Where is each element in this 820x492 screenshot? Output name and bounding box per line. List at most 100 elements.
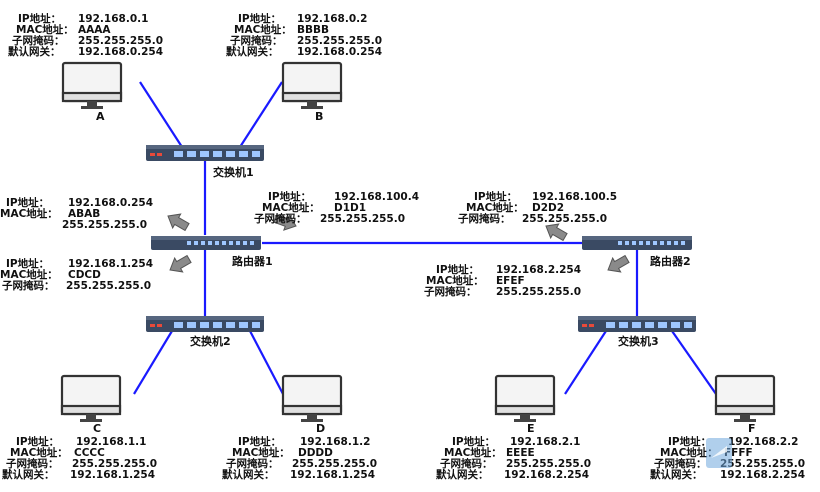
links: [133, 81, 717, 395]
router2-lan-info: IP地址： 192.168.2.254 MAC地址： EFEF 子网掩码： 25…: [424, 263, 581, 298]
host-c-gw: 192.168.1.254: [70, 469, 155, 481]
switch2-label: 交换机2: [190, 334, 231, 348]
r1-down-mac: CDCD: [68, 269, 101, 281]
host-d-name: D: [316, 422, 325, 435]
link-a-switch1: [139, 81, 183, 148]
arrow-r1-up-icon: [163, 208, 192, 235]
host-e-gw: 192.168.2.254: [504, 469, 589, 481]
r1-down-ip: 192.168.1.254: [68, 258, 153, 270]
host-d-mask-label: 子网掩码：: [226, 457, 279, 470]
r1-down-mac-label: MAC地址：: [0, 268, 58, 281]
host-a-ip: 192.168.0.1: [78, 13, 148, 25]
r1-up-ip-label: IP地址：: [6, 196, 49, 209]
host-d-info: IP地址： 192.168.1.2 MAC地址： DDDD 子网掩码： 255.…: [222, 435, 377, 481]
host-a-ip-label: IP地址：: [18, 12, 61, 25]
link-switch3-e: [564, 330, 607, 395]
host-d-ip: 192.168.1.2: [300, 436, 370, 448]
r1-wan-mac: D1D1: [334, 202, 366, 214]
router2-icon: [582, 236, 692, 250]
host-e-info: IP地址： 192.168.2.1 MAC地址： EEEE 子网掩码： 255.…: [436, 435, 591, 481]
r1-down-mask-label: 子网掩码：: [2, 279, 55, 292]
host-d-mac: DDDD: [298, 447, 333, 459]
host-b-mac: BBBB: [297, 24, 329, 36]
host-a-gw: 192.168.0.254: [78, 46, 163, 58]
computer-d-icon: [281, 374, 343, 424]
r1-up-mask: 255.255.255.0: [62, 219, 147, 231]
r1-down-ip-label: IP地址：: [6, 257, 49, 270]
r1-down-mask: 255.255.255.0: [66, 280, 151, 292]
host-a-mask-label: 子网掩码：: [12, 34, 65, 47]
host-e-mac: EEEE: [506, 447, 535, 459]
r2-wan-mask-label: 子网掩码：: [458, 212, 511, 225]
arrow-r2-down-icon: [603, 251, 632, 278]
router1-lan0-info: IP地址： 192.168.0.254 MAC地址： ABAB 255.255.…: [0, 196, 153, 231]
host-f-mask: 255.255.255.0: [720, 458, 805, 470]
host-c-mac-label: MAC地址：: [10, 446, 68, 459]
host-e-ip-label: IP地址：: [452, 435, 495, 448]
host-d-mask: 255.255.255.0: [292, 458, 377, 470]
router2-wan-info: IP地址： 192.168.100.5 MAC地址： D2D2 子网掩码： 25…: [458, 190, 617, 225]
r2-down-mask: 255.255.255.0: [496, 286, 581, 298]
computer-b-icon: [281, 61, 343, 111]
host-e-name: E: [527, 422, 535, 435]
link-switch3-f: [671, 330, 717, 395]
switch1-icon: [146, 145, 264, 161]
link-b-switch1: [239, 81, 283, 148]
link-switch2-c: [133, 330, 173, 395]
host-e-ip: 192.168.2.1: [510, 436, 580, 448]
switch2-icon: [146, 316, 264, 332]
r2-down-mac: EFEF: [496, 275, 525, 287]
host-b-name: B: [315, 110, 323, 123]
switch1-label: 交换机1: [213, 165, 254, 179]
host-a-gw-label: 默认网关：: [8, 45, 61, 58]
r1-wan-ip: 192.168.100.4: [334, 191, 419, 203]
r1-wan-mask-label: 子网掩码：: [254, 212, 307, 225]
host-d-gw-label: 默认网关：: [222, 468, 275, 481]
logo-icon: [706, 438, 732, 468]
host-a-name: A: [96, 110, 105, 123]
host-f-gw: 192.168.2.254: [720, 469, 805, 481]
host-f-ip-label: IP地址：: [668, 435, 711, 448]
host-c-mac: CCCC: [74, 447, 105, 459]
host-a-mac-label: MAC地址：: [16, 23, 74, 36]
r2-down-ip-label: IP地址：: [436, 263, 479, 276]
host-c-info: IP地址： 192.168.1.1 MAC地址： CCCC 子网掩码： 255.…: [2, 435, 157, 481]
r2-wan-mac: D2D2: [532, 202, 564, 214]
host-e-mask: 255.255.255.0: [506, 458, 591, 470]
host-d-gw: 192.168.1.254: [290, 469, 375, 481]
host-f-mask-label: 子网掩码：: [654, 457, 707, 470]
router1-label: 路由器1: [232, 254, 273, 268]
r2-wan-mask: 255.255.255.0: [522, 213, 607, 225]
host-b-gw-label: 默认网关：: [226, 45, 279, 58]
r2-wan-mac-label: MAC地址：: [466, 201, 524, 214]
host-f-mac-label: MAC地址：: [660, 446, 718, 459]
computer-c-icon: [60, 374, 122, 424]
host-f-gw-label: 默认网关：: [650, 468, 703, 481]
host-a-mac: AAAA: [78, 24, 111, 36]
router1-icon: [151, 236, 261, 250]
r1-up-mac-label: MAC地址：: [0, 207, 58, 220]
r2-down-mask-label: 子网掩码：: [424, 285, 477, 298]
link-switch2-d: [249, 330, 284, 395]
host-c-gw-label: 默认网关：: [2, 468, 55, 481]
host-b-mask-label: 子网掩码：: [230, 34, 283, 47]
host-a-info: IP地址： 192.168.0.1 MAC地址： AAAA 子网掩码： 255.…: [8, 12, 163, 58]
host-b-gw: 192.168.0.254: [297, 46, 382, 58]
host-e-mac-label: MAC地址：: [444, 446, 502, 459]
host-b-mac-label: MAC地址：: [234, 23, 292, 36]
computer-f-icon: [714, 374, 776, 424]
r1-up-mac: ABAB: [68, 208, 100, 220]
host-f-name: F: [748, 422, 756, 435]
host-e-mask-label: 子网掩码：: [440, 457, 493, 470]
host-f-ip: 192.168.2.2: [728, 436, 798, 448]
host-c-mask: 255.255.255.0: [72, 458, 157, 470]
host-e-gw-label: 默认网关：: [436, 468, 489, 481]
r2-wan-ip-label: IP地址：: [474, 190, 517, 203]
host-d-mac-label: MAC地址：: [232, 446, 290, 459]
arrow-r1-down-icon: [165, 251, 194, 278]
r1-wan-mask: 255.255.255.0: [320, 213, 405, 225]
switch3-label: 交换机3: [618, 334, 659, 348]
r1-wan-mac-label: MAC地址：: [262, 201, 320, 214]
host-b-ip: 192.168.0.2: [297, 13, 367, 25]
